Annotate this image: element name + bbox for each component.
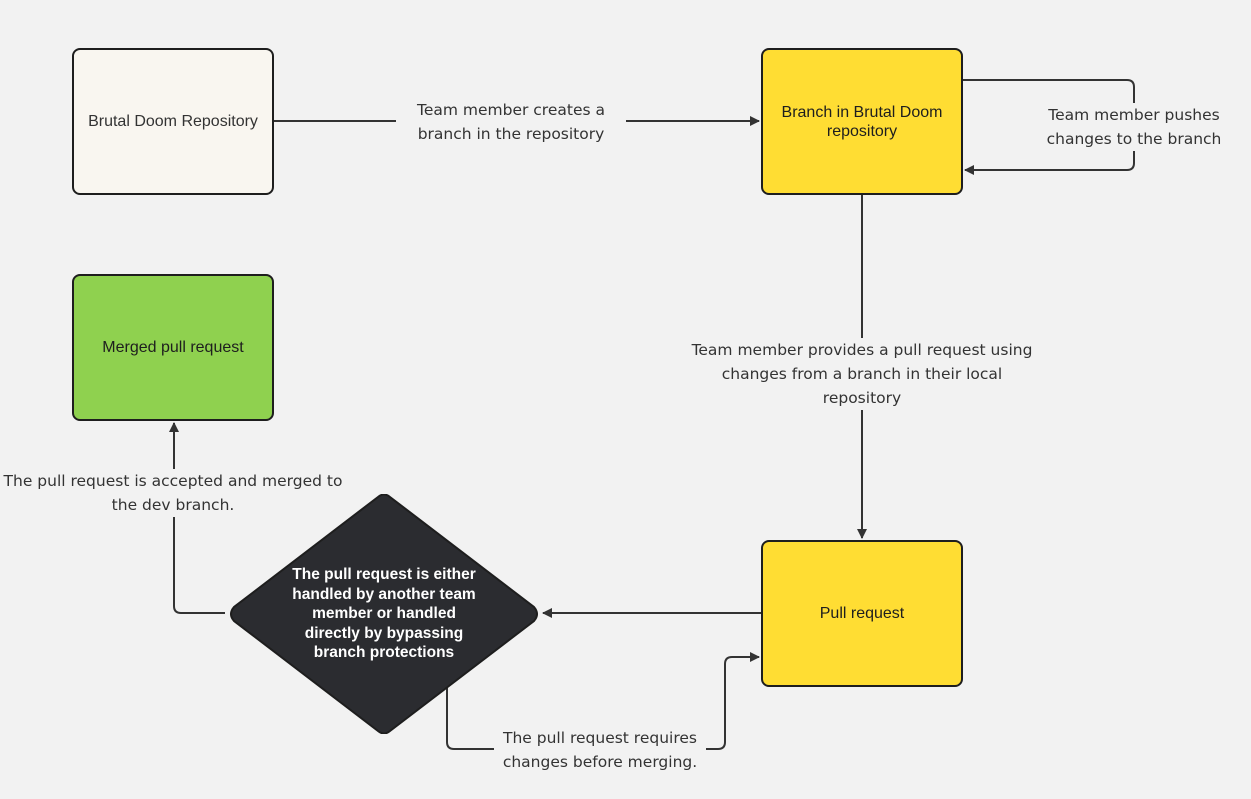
decision-diamond-shape xyxy=(230,494,538,734)
edge-label-pushes-changes: Team member pushes changes to the branch xyxy=(1036,103,1232,151)
edge-accepted-merged xyxy=(169,422,225,614)
node-label: Branch in Brutal Doom repository xyxy=(781,103,943,140)
node-label: Merged pull request xyxy=(102,339,244,356)
edge-label-provides-pr: Team member provides a pull request usin… xyxy=(686,338,1038,410)
node-decision[interactable]: The pull request is either handled by an… xyxy=(229,494,539,734)
node-merged-pull-request[interactable]: Merged pull request xyxy=(72,274,274,421)
edge-requires-changes xyxy=(446,652,760,750)
node-label: Pull request xyxy=(819,605,905,622)
node-label: Brutal Doom Repository xyxy=(88,113,258,130)
edge-label-requires-changes: The pull request requires changes before… xyxy=(494,726,706,774)
edge-label-creates-branch: Team member creates a branch in the repo… xyxy=(396,98,626,146)
edge-label-accepted-merged: The pull request is accepted and merged … xyxy=(2,469,344,517)
node-brutal-doom-repository[interactable]: Brutal Doom Repository xyxy=(72,48,274,195)
node-branch[interactable]: Branch in Brutal Doom repository xyxy=(761,48,963,195)
node-pull-request[interactable]: Pull request xyxy=(761,540,963,687)
node-label: The pull request is either handled by an… xyxy=(292,566,476,662)
